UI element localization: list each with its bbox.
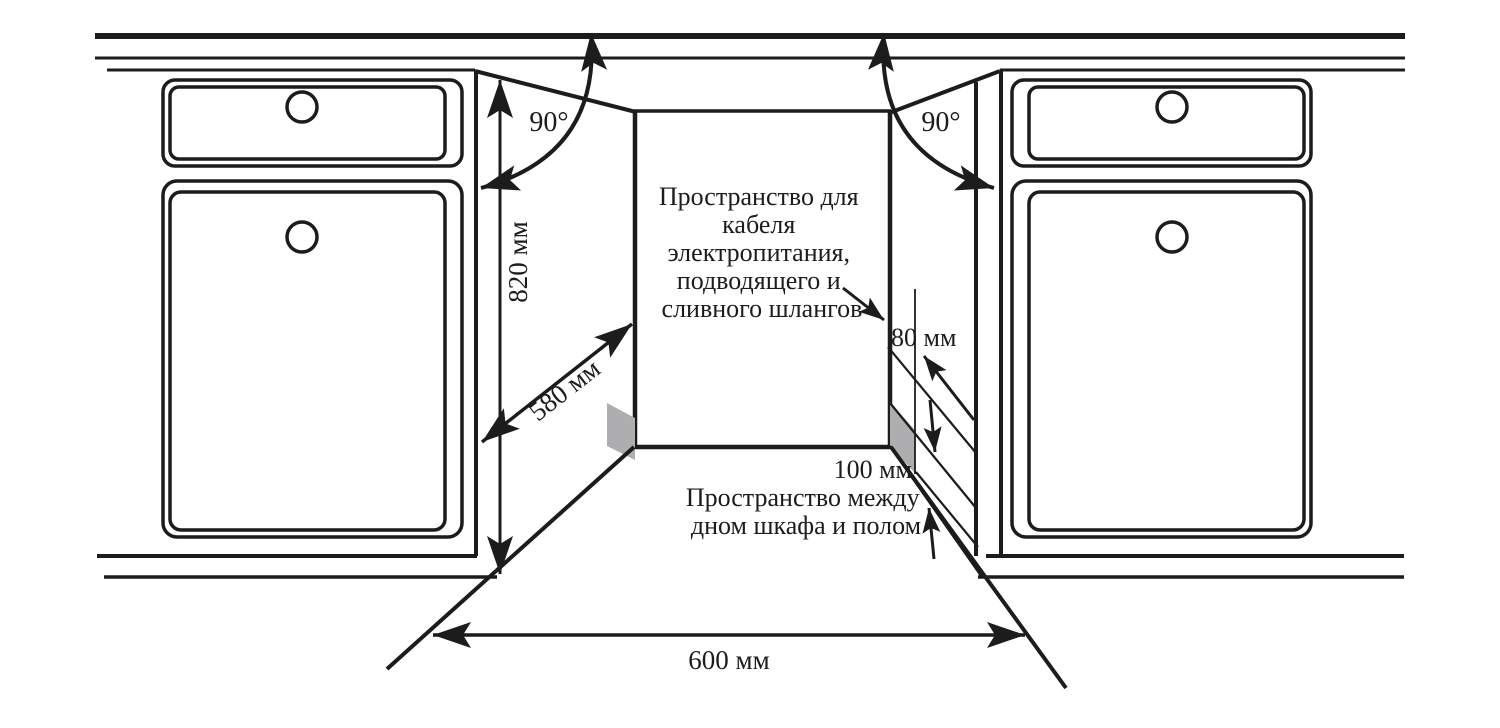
right-drawer-bevel xyxy=(1010,78,1313,168)
right-drawer-knob xyxy=(1155,90,1189,124)
angle-label-right: 90° xyxy=(921,107,960,138)
hose-channel-line-lower xyxy=(889,402,977,509)
cable-note-line-3: электропитания, xyxy=(667,238,850,267)
cable-note-line-2: кабеля xyxy=(722,210,795,239)
installation-niche xyxy=(385,69,1068,690)
left-door-bevel xyxy=(161,179,464,539)
left-drawer-front xyxy=(168,85,447,161)
hose-channel-line-upper xyxy=(887,346,977,454)
dimension-height: 820 мм xyxy=(487,80,533,574)
niche-right-foot-shade xyxy=(890,402,915,473)
depth-dimension-label: 580 мм xyxy=(523,353,606,427)
cable-space-pointer-arrow xyxy=(842,286,885,322)
floor-space-note: Пространство между дном шкафа и полом xyxy=(686,483,926,540)
floor-space-note-text: Пространство между дном шкафа и полом xyxy=(686,483,926,540)
cable-note-line-1: Пространство для xyxy=(659,182,859,211)
dimension-width: 600 мм xyxy=(433,622,1025,675)
cable-note-line-5: сливного шлангов xyxy=(662,294,863,323)
left-cabinet xyxy=(161,71,478,556)
right-door-front xyxy=(1027,190,1306,532)
dimension-hose-gap: 80 мм xyxy=(891,323,976,421)
right-door-knob xyxy=(1155,220,1189,254)
right-door-bevel xyxy=(1010,179,1313,539)
right-drawer-front xyxy=(1027,85,1306,161)
left-door-knob xyxy=(285,220,319,254)
left-drawer-knob xyxy=(285,90,319,124)
floor-gap-label: 100 мм xyxy=(834,455,912,484)
angle-label-left: 90° xyxy=(529,107,568,138)
left-drawer-bevel xyxy=(161,78,464,168)
floor-gap-arrow-down xyxy=(923,399,942,453)
width-dimension-label: 600 мм xyxy=(688,645,769,675)
door-swing-arc-right xyxy=(867,32,995,191)
cable-note-line-4: подводящего и xyxy=(677,266,841,295)
floor-note-line-2: дном шкафа и полом xyxy=(691,511,921,540)
height-dimension-label: 820 мм xyxy=(503,221,533,302)
hose-channel-line-bottom xyxy=(915,471,979,548)
floor-lines xyxy=(97,554,1404,579)
hose-gap-label: 80 мм xyxy=(891,323,956,352)
right-cabinet xyxy=(974,71,1313,556)
countertop xyxy=(95,33,1405,72)
dimension-floor-gap: 100 мм xyxy=(834,399,942,560)
floor-note-line-1: Пространство между xyxy=(686,483,920,512)
cable-space-note: Пространство для кабеля электропитания, … xyxy=(659,182,885,323)
floor-gap-arrow-up xyxy=(922,507,941,560)
door-swing-right: 90° xyxy=(867,32,995,191)
hose-gap-pointer-arrow xyxy=(922,355,976,421)
left-door-front xyxy=(168,190,447,532)
cable-space-note-text: Пространство для кабеля электропитания, … xyxy=(659,182,865,323)
depth-dimension-line xyxy=(480,322,634,444)
door-swing-left: 90° xyxy=(480,32,608,191)
